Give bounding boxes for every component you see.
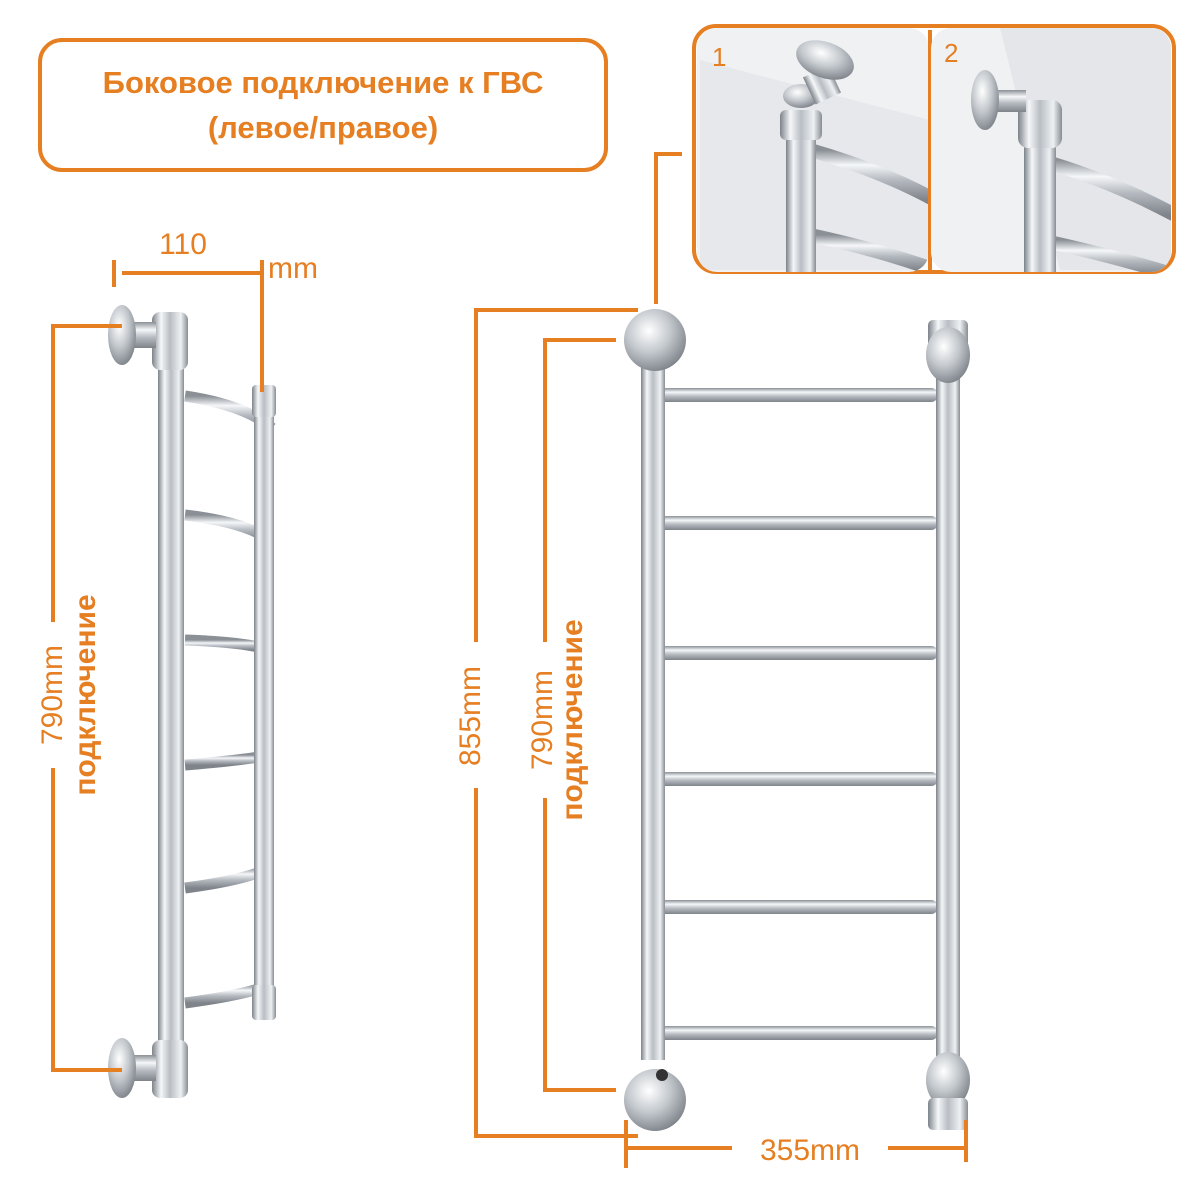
front-total-height-dim-bottom <box>474 788 638 1138</box>
front-total-height-value: 855mm <box>454 666 487 766</box>
inset-2-wall-flange <box>971 70 999 130</box>
side-view <box>108 305 276 1098</box>
inset-1-collar <box>780 110 822 140</box>
front-connection-note: подключение <box>556 619 589 820</box>
side-front-post-bottom-cap <box>252 985 276 1020</box>
title-line-1: Боковое подключение к ГВС <box>103 65 544 100</box>
inset-2-collar <box>1018 100 1062 148</box>
front-right-bottom-cap <box>928 1098 968 1130</box>
inset-1-rail-lower <box>808 228 929 272</box>
inset-1-wall-flange <box>796 40 854 80</box>
inset-panel-1 <box>697 28 929 272</box>
front-total-height-dim-top <box>474 308 638 642</box>
front-rail-2 <box>654 516 938 530</box>
side-height-value: 790mm <box>36 645 69 745</box>
inset-2-bracket-arm <box>992 90 1026 112</box>
inset-panel-1-number: 1 <box>712 42 726 72</box>
side-bottom-fitting <box>152 1040 188 1098</box>
front-rail-3 <box>654 646 938 660</box>
side-height-dim-top <box>51 324 122 622</box>
inset-panel-2-number: 2 <box>944 38 958 68</box>
title-box: Боковое подключение к ГВС (левое/правое) <box>38 38 608 172</box>
front-rail-4 <box>654 772 938 786</box>
title-line-2: (левое/правое) <box>208 110 438 145</box>
front-right-bottom-fitting <box>926 1052 970 1108</box>
front-left-top-flange <box>624 309 686 371</box>
inset-2-rail-upper <box>1038 153 1171 222</box>
front-right-top-fitting <box>926 327 970 383</box>
side-main-pipe <box>158 318 184 1080</box>
front-left-bottom-flange <box>624 1069 686 1131</box>
front-width-value: 355mm <box>760 1134 860 1167</box>
side-width-unit: mm <box>268 252 318 285</box>
front-connection-value: 790mm <box>526 670 559 770</box>
front-rail-1 <box>654 388 938 402</box>
side-front-post-top-cap <box>252 385 276 417</box>
front-connection-dim-bottom <box>543 798 616 1092</box>
mounting-options-inset: 1 2 <box>692 24 1176 274</box>
side-top-wall-flange <box>108 305 136 365</box>
side-height-dim-bottom <box>51 768 122 1072</box>
front-rail-5 <box>654 900 938 914</box>
inset-leader-line <box>654 152 682 304</box>
front-right-pipe <box>936 330 960 1070</box>
inset-1-rail-upper <box>808 143 929 207</box>
front-left-valve-dot <box>656 1069 668 1081</box>
title-frame <box>38 38 608 172</box>
inset-panel-2 <box>931 28 1171 272</box>
inset-1-vertical-pipe <box>786 118 816 272</box>
side-width-value: 110 <box>159 228 207 261</box>
side-height-note: подключение <box>69 594 102 795</box>
front-rail-6 <box>654 1026 938 1040</box>
front-left-pipe <box>641 340 665 1060</box>
front-connection-dim-top <box>543 338 616 642</box>
front-view <box>624 309 970 1131</box>
side-top-fitting <box>152 312 188 370</box>
side-front-post <box>254 390 274 1005</box>
